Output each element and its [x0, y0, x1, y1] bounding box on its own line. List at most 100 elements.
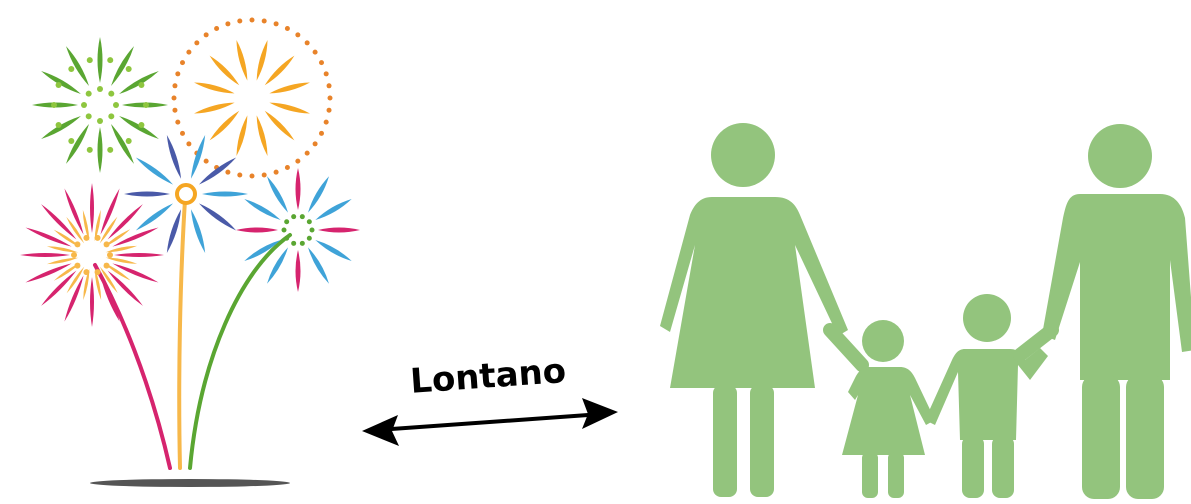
burst-petal [64, 188, 84, 235]
burst-dot [237, 172, 243, 178]
burst-dot [299, 214, 305, 220]
burst-dot [74, 262, 81, 269]
burst-dot [214, 26, 220, 32]
burst-petal [166, 135, 182, 179]
burst-petal [103, 262, 131, 281]
burst-petal [308, 247, 329, 284]
burst-petal [166, 209, 182, 253]
burst-petal [236, 115, 248, 156]
burst-dot [249, 17, 255, 23]
burst-dot [51, 102, 57, 108]
burst-petal [236, 227, 278, 233]
burst-petal [135, 203, 174, 231]
burst-dot [103, 241, 110, 248]
burst-dot [97, 118, 103, 124]
burst-dot [225, 169, 231, 175]
burst-dot [291, 214, 297, 220]
burst-petal [83, 268, 90, 301]
burst-petal [194, 82, 235, 94]
burst-petal [308, 176, 329, 213]
burst-petal [41, 116, 81, 139]
burst-dot [273, 21, 279, 27]
arrow-head-left [362, 415, 399, 446]
burst-dot [103, 262, 110, 269]
burst-dot [108, 113, 115, 120]
burst-petal [97, 127, 103, 173]
burst-dot [237, 18, 243, 24]
burst-dot [203, 158, 209, 164]
burst-dot [273, 169, 279, 175]
burst-petal [194, 102, 235, 114]
burst-petal [107, 270, 143, 306]
burst-dot [143, 102, 149, 108]
burst-petal [103, 229, 131, 248]
burst-magenta [20, 183, 164, 327]
burst-petal [119, 116, 159, 139]
burst-dot [81, 102, 87, 108]
burst-petal [105, 245, 138, 253]
burst-dot [284, 235, 290, 241]
burst-petal [198, 203, 237, 231]
distance-label: Lontano [409, 351, 567, 402]
burst-dot [86, 57, 93, 64]
burst-petal [190, 135, 206, 179]
burst-dot [295, 158, 301, 164]
burst-dot [323, 71, 329, 77]
burst-dot [107, 252, 113, 258]
burst-dot [312, 49, 318, 55]
burst-dot [68, 137, 75, 144]
burst-petal [97, 37, 103, 83]
burst-petal [90, 183, 94, 233]
man-figure [1042, 124, 1191, 499]
burst-dot [94, 234, 101, 241]
burst-dot [284, 219, 290, 225]
burst-dot [299, 240, 305, 246]
burst-petal [107, 204, 143, 240]
woman-girl-arm [823, 323, 869, 372]
burst-petal [99, 216, 118, 244]
burst-dot [180, 60, 186, 66]
fireworks-illustration [20, 17, 360, 487]
burst-petal [66, 216, 85, 244]
burst-dot [138, 82, 145, 89]
burst-petal [46, 257, 79, 265]
burst-dot [171, 95, 177, 101]
burst-petal [315, 240, 352, 261]
burst-dot [225, 21, 231, 27]
burst-petal [111, 124, 134, 164]
burst-petal [53, 262, 81, 281]
family-silhouette [660, 123, 1191, 499]
burst-petal [256, 115, 268, 156]
burst-petal [53, 229, 81, 248]
burst-dot [83, 269, 90, 276]
burst-petal [41, 270, 77, 306]
burst-petal [25, 263, 72, 283]
burst-indigo [124, 135, 248, 253]
burst-dot [309, 227, 315, 233]
burst-green [32, 37, 168, 173]
burst-dot [125, 66, 132, 73]
arrow-shaft [377, 412, 603, 432]
burst-dot [175, 71, 181, 77]
burst-dot [261, 18, 267, 24]
burst-dot [304, 40, 310, 46]
burst-petal [25, 227, 72, 247]
burst-petal [66, 266, 85, 294]
burst-petal [112, 263, 159, 283]
burst-petal [244, 240, 281, 261]
girl-figure [842, 320, 935, 498]
burst-petal [135, 157, 174, 185]
burst-dot [94, 269, 101, 276]
burst-dot [83, 234, 90, 241]
burst-petal [90, 277, 94, 327]
burst-petal [82, 209, 90, 242]
burst-petal [236, 40, 248, 81]
burst-petal [256, 40, 268, 81]
stem-green [188, 233, 292, 470]
burst-petal [318, 227, 360, 233]
burst-dot [295, 32, 301, 38]
burst-petal [105, 257, 138, 264]
burst-blue [236, 168, 360, 292]
burst-dot [284, 164, 290, 170]
